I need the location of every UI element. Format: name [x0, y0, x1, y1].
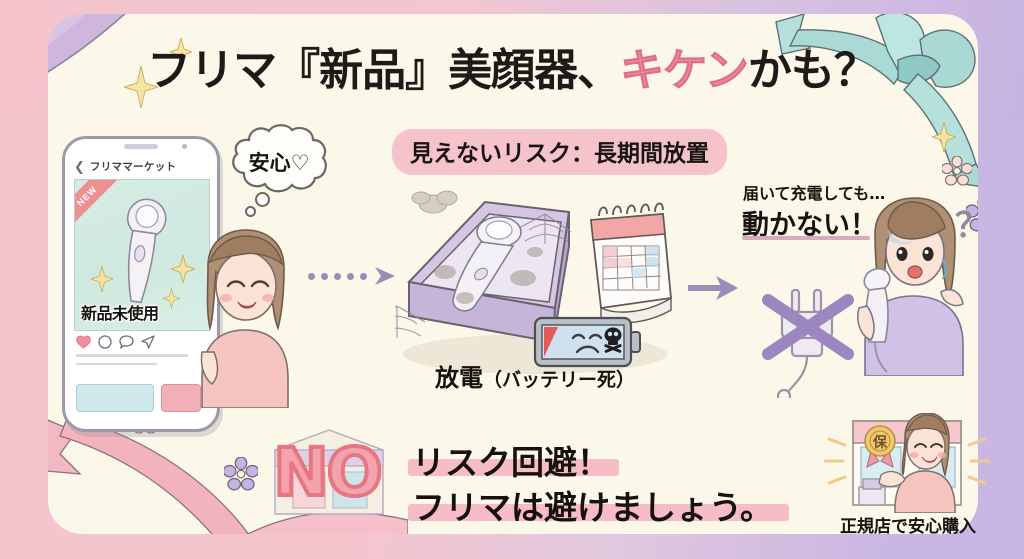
conclusion-line-1: リスク回避！: [412, 443, 610, 482]
phone-mockup: ❮ フリママーケット NEW 新品未使用: [62, 136, 220, 432]
official-store-illustration: 保: [823, 412, 991, 514]
dust-cloud-icon: [411, 190, 458, 214]
beauty-device-illustration: [110, 193, 173, 311]
sad-battery-skull-icon: [533, 316, 641, 368]
listing-photo[interactable]: NEW 新品未使用: [74, 179, 210, 331]
no-label: NO: [271, 432, 384, 513]
discharge-caption-sub: （バッテリー死）: [482, 369, 635, 391]
arrow-right-icon: [688, 273, 740, 308]
app-name: フリママーケット: [89, 160, 177, 173]
thought-bubble: 安心♡: [232, 124, 327, 217]
thought-bubble-dot: [245, 206, 256, 217]
highlight-bar: [408, 459, 619, 476]
heart-icon[interactable]: [76, 335, 91, 349]
no-logo: NO: [253, 429, 401, 515]
not-working-text: 動かない！: [742, 210, 877, 241]
post-actions: [76, 335, 155, 349]
thought-bubble-text: 安心♡: [248, 151, 310, 175]
delivery-note: 届いて充電しても…: [743, 184, 886, 203]
warranty-badge-label: 保: [872, 434, 888, 451]
listing-buttons: [76, 384, 201, 412]
new-badge: NEW: [75, 180, 120, 229]
discharge-caption-main: 放電: [434, 364, 483, 392]
chevron-left-icon[interactable]: ❮: [74, 158, 85, 174]
question-mark-icon: ？: [955, 207, 989, 245]
dotted-arrow-right-icon: [308, 266, 397, 286]
send-icon[interactable]: [141, 335, 155, 349]
title-part-1: フリマ『新品』美顔器、: [147, 45, 621, 96]
like-button[interactable]: [161, 384, 201, 412]
listing-condition-label: 新品未使用: [81, 304, 159, 323]
page-title: フリマ『新品』美顔器、キケンかも？: [0, 34, 1024, 98]
discharge-caption: 放電（バッテリー死）: [395, 358, 675, 393]
comment-icon[interactable]: [119, 335, 134, 349]
risk-banner: 見えないリスク：長期間放置: [392, 129, 727, 175]
not-working-underline: [742, 236, 870, 240]
buy-button[interactable]: [76, 384, 154, 412]
happy-woman-illustration: [186, 228, 304, 409]
app-header: ❮ フリママーケット: [65, 155, 217, 177]
calendar-icon: [590, 202, 672, 324]
highlight-bar: [408, 504, 789, 521]
shocked-woman-illustration: [855, 196, 980, 377]
official-store-caption: 正規店で安心購入: [840, 517, 976, 537]
thought-bubble-dot: [255, 192, 270, 207]
sparkle-icon: [932, 122, 956, 152]
title-accent: キケン: [620, 45, 750, 97]
flower-icon: [940, 155, 974, 191]
phone-camera: [182, 144, 187, 149]
title-part-3: かも？: [747, 45, 878, 96]
dusty-box-illustration: [376, 186, 675, 376]
listing-text-lines: [76, 354, 188, 371]
circle-icon[interactable]: [98, 335, 112, 349]
warranty-badge-icon: 保: [864, 425, 896, 469]
phone-speaker: [124, 144, 158, 149]
conclusion-line-2: フリマは避けましょう。: [412, 488, 774, 527]
crossed-out-plug-icon: [752, 278, 862, 404]
